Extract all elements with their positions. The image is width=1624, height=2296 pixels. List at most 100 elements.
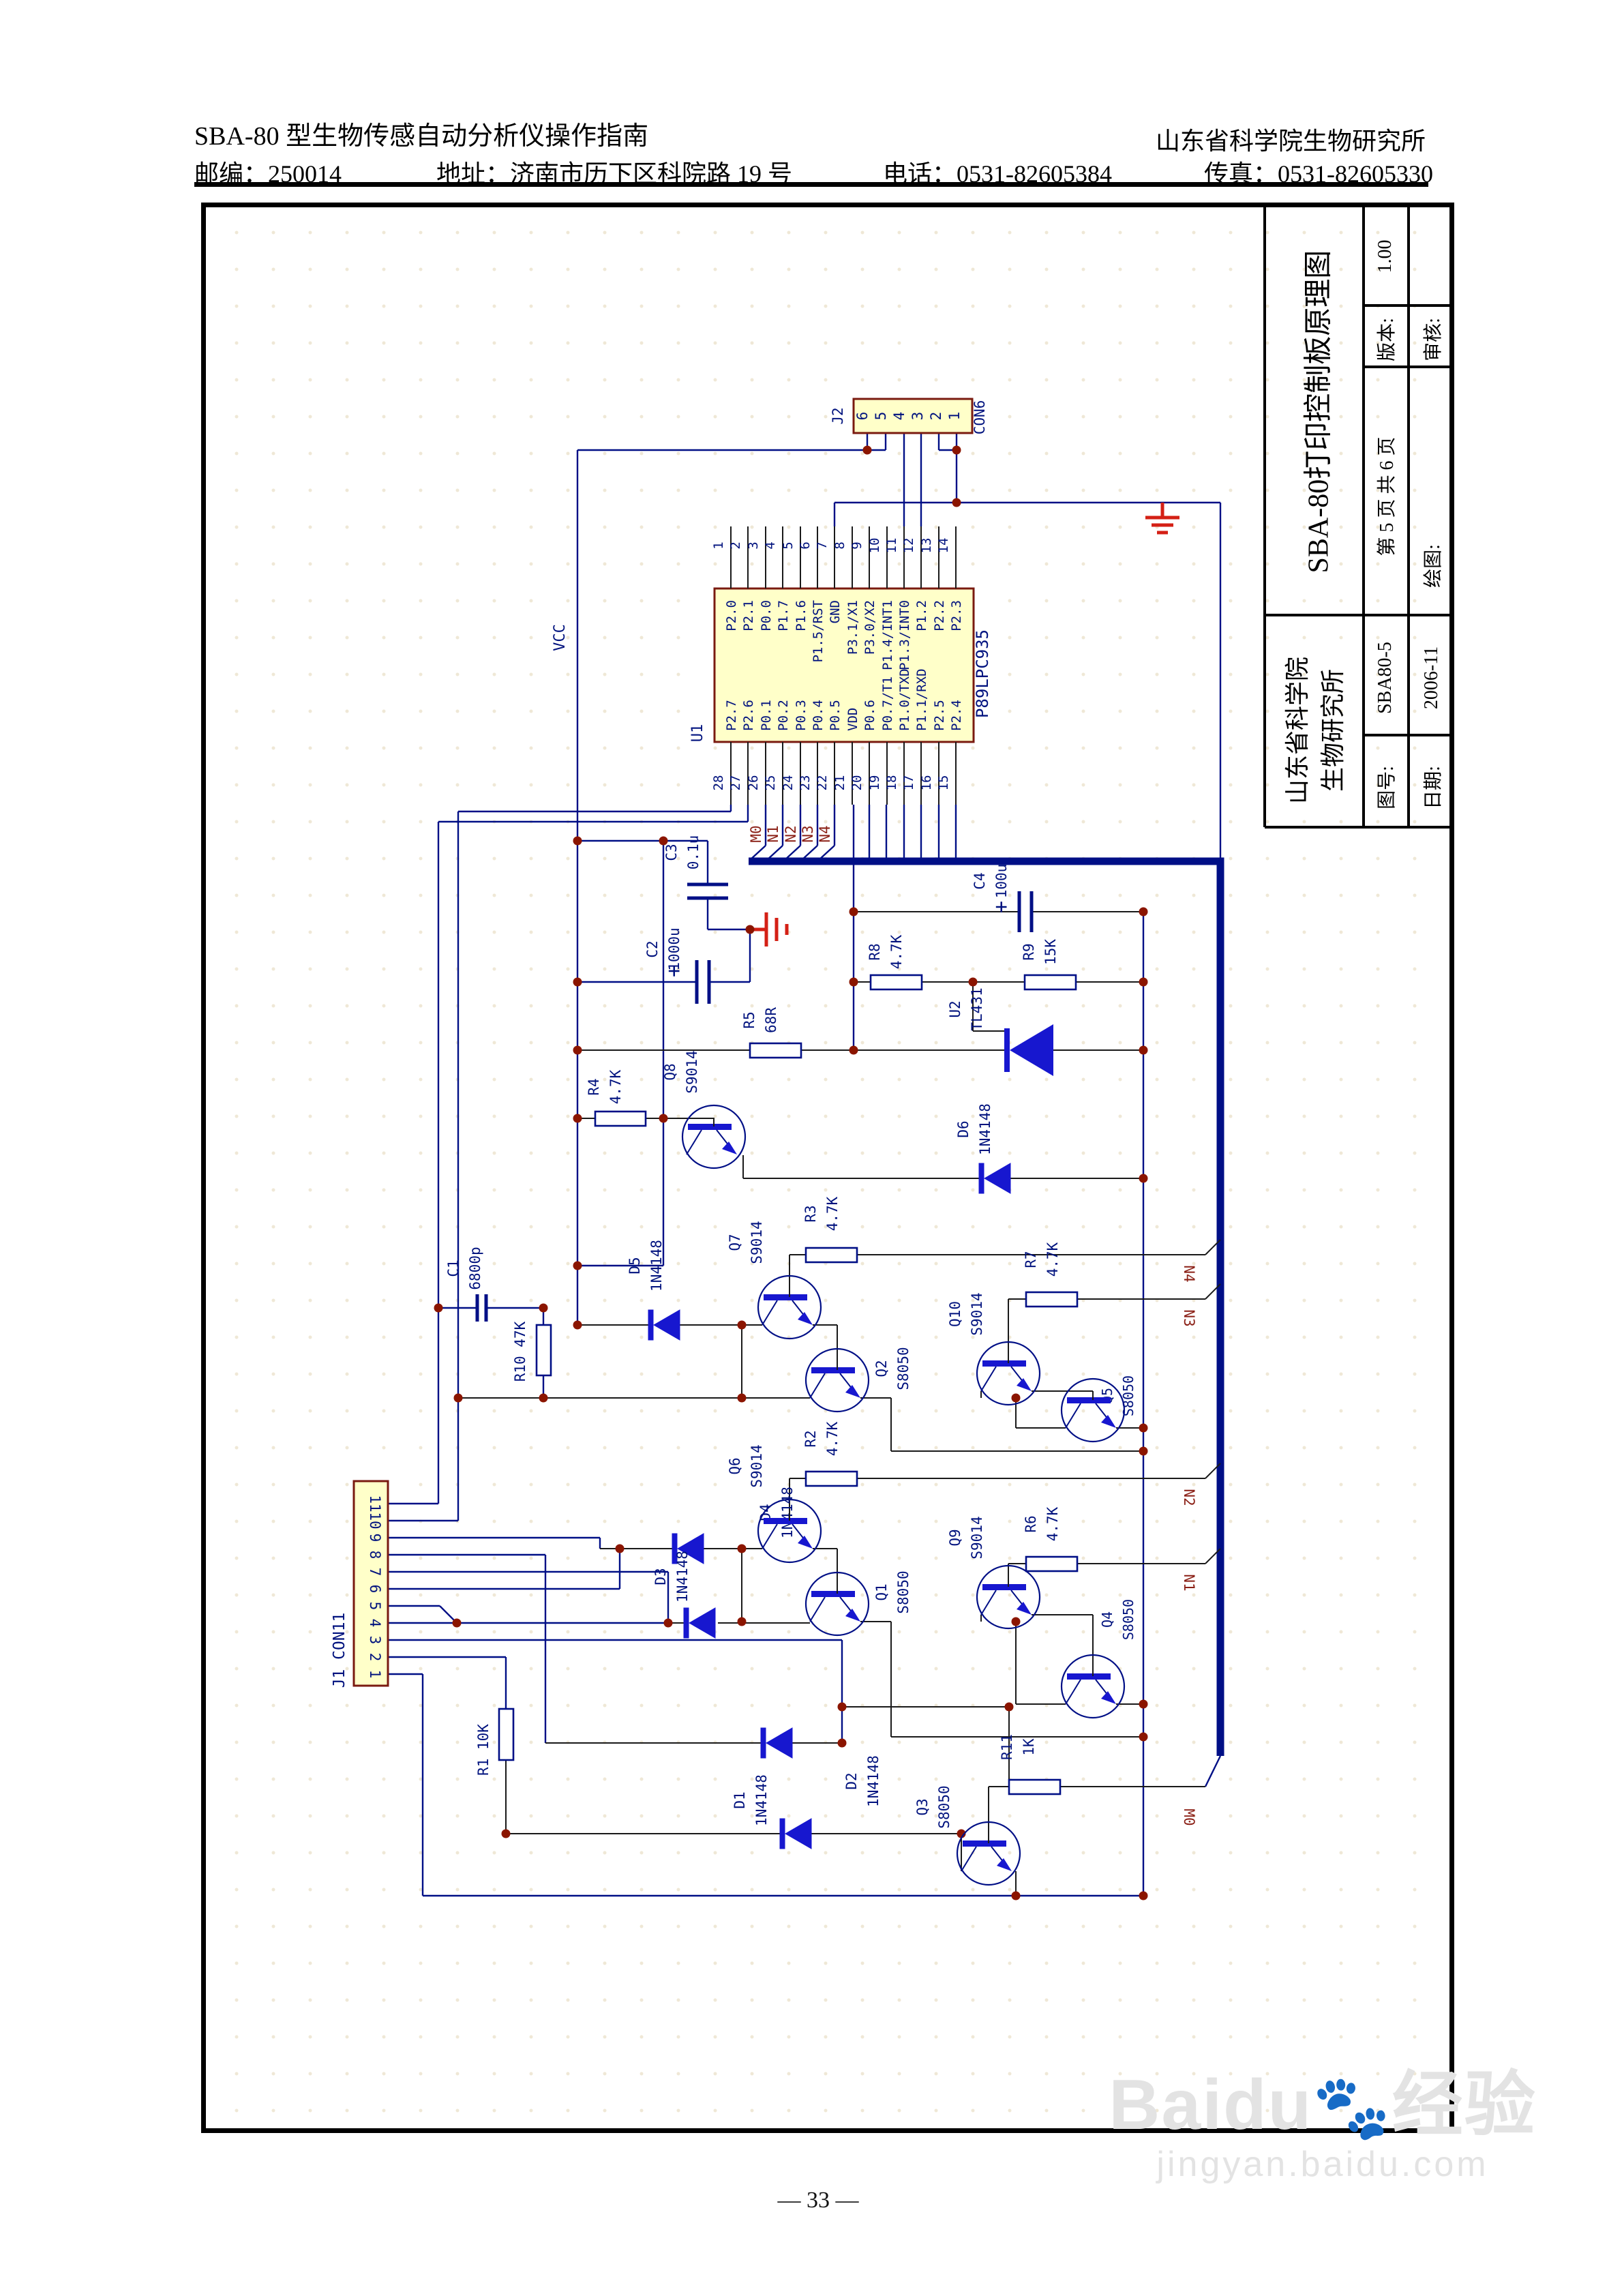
label-R1 10K: R1 10K (475, 1724, 492, 1776)
con6-pin-5: 5 (873, 412, 889, 421)
label-M0: M0 (748, 825, 764, 842)
junction-dot (659, 836, 668, 846)
label-Q2: Q2 (873, 1360, 890, 1377)
label-N2: N2 (783, 825, 799, 842)
label-R3: R3 (802, 1205, 819, 1222)
resistors-vertical (498, 1324, 552, 1761)
junction-dot (849, 907, 858, 916)
con11-pin-7: 7 (367, 1568, 383, 1577)
mcu-pin-number-8: 8 (832, 541, 847, 549)
label-Q4: Q4 (1099, 1611, 1115, 1628)
diode-D5 (648, 1309, 680, 1341)
mcu-pin-label-P2.4: P2.4 (949, 700, 964, 731)
resistor-R9 (1023, 974, 1077, 991)
resistors-horizontal (594, 974, 1079, 1795)
mcu-pin-label-P1.7: P1.7 (776, 600, 791, 631)
mcu-pin-number-1: 1 (711, 541, 726, 549)
label-Q6: Q6 (727, 1457, 743, 1474)
mcu-pin-number-11: 11 (884, 538, 899, 554)
label-4.7K: 4.7K (824, 1421, 841, 1456)
junction-dot (1139, 907, 1148, 916)
junction-dot (573, 1320, 582, 1330)
mcu-pin-label-P2.6: P2.6 (741, 700, 756, 731)
ground-power (750, 912, 789, 946)
label-Q10: Q10 (947, 1301, 963, 1327)
mcu-part: P89LPC935 (973, 629, 992, 718)
junction-dot (737, 1393, 747, 1403)
mcu-pin-number-4: 4 (763, 541, 778, 549)
junction-dot (1011, 1617, 1021, 1626)
label-Q1: Q1 (873, 1583, 890, 1600)
label-J1 CON11: J1 CON11 (331, 1613, 348, 1688)
mcu-pin-number-7: 7 (815, 541, 830, 549)
label-TL431: TL431 (969, 987, 985, 1030)
con11-pin-1: 1 (367, 1670, 383, 1679)
label-S9014: S9014 (969, 1516, 985, 1559)
mcu-pin-number-25: 25 (763, 775, 778, 791)
label-1N4148: 1N4148 (977, 1103, 993, 1155)
transistor-Q9 (976, 1564, 1041, 1630)
resistor-R3 (805, 1247, 858, 1264)
junction-dot (573, 977, 582, 987)
con11-pin-4: 4 (367, 1619, 383, 1628)
mcu-pin-number-27: 27 (728, 775, 743, 791)
label-Q9: Q9 (947, 1529, 963, 1546)
capacitors (475, 882, 1034, 1322)
con6-ref: J2 (830, 407, 846, 424)
mcu-u1-body (713, 587, 975, 743)
watermark-suffix: 经验 (1392, 2066, 1537, 2145)
mcu-pin-label-P0.5: P0.5 (828, 700, 843, 731)
label-M0: M0 (1181, 1808, 1197, 1825)
junction-dot (1139, 1732, 1148, 1742)
label-0.1u: 0.1u (685, 835, 702, 870)
mcu-pin-label-P1.5/RST: P1.5/RST (811, 600, 826, 663)
label-1000u: 1000u (666, 927, 682, 970)
transistor-Q7 (757, 1274, 822, 1340)
label-S9014: S9014 (969, 1292, 985, 1335)
mcu-pin-number-28: 28 (711, 775, 726, 791)
mcu-pin-number-23: 23 (798, 775, 813, 791)
label-R7: R7 (1023, 1251, 1039, 1268)
transistor-Q5 (1060, 1377, 1126, 1443)
mcu-pin-label-P3.0/X2: P3.0/X2 (862, 600, 877, 655)
paw-icon: 🐾 (1312, 2073, 1392, 2143)
label-R10 47K: R10 47K (512, 1321, 528, 1382)
con6-part: CON6 (972, 400, 988, 435)
mcu-ref: U1 (689, 724, 706, 743)
label-C3: C3 (663, 844, 680, 861)
label-R2: R2 (802, 1430, 819, 1447)
label-S8050: S8050 (936, 1785, 952, 1828)
label-N2: N2 (1181, 1489, 1197, 1506)
label-R9: R9 (1021, 943, 1037, 960)
header-rule (194, 182, 1428, 187)
junction-dot (737, 1617, 747, 1626)
mcu-pin-label-P1.4/INT1: P1.4/INT1 (880, 600, 895, 670)
watermark-brand: Baidu (1109, 2066, 1313, 2145)
titleblock-grid (1263, 205, 1452, 829)
label-R11: R11 (999, 1734, 1015, 1760)
con11-pin-3: 3 (367, 1636, 383, 1645)
junction-dot (663, 1618, 673, 1628)
label-D3: D3 (652, 1568, 669, 1585)
tl431-u2 (1004, 1024, 1053, 1076)
label-6800p: 6800p (467, 1247, 483, 1289)
connector-con11-body (352, 1480, 389, 1687)
junction-dot (434, 1303, 443, 1313)
label-N3: N3 (800, 825, 816, 842)
mcu-pin-number-14: 14 (936, 538, 951, 554)
junction-dot (837, 1702, 847, 1712)
resistor-R6 (1025, 1555, 1079, 1572)
mcu-pin-label-P0.4: P0.4 (811, 700, 826, 731)
mcu-pin-label-P2.2: P2.2 (932, 600, 947, 631)
label-4.7K: 4.7K (1044, 1506, 1061, 1541)
con6-pin-6: 6 (854, 412, 871, 421)
page-number: — 33 — (777, 2188, 859, 2213)
resistor-R7 (1025, 1291, 1079, 1308)
mcu-pin-number-17: 17 (901, 775, 916, 791)
resistor-R1 (498, 1708, 515, 1761)
mcu-pin-number-3: 3 (746, 541, 761, 549)
mcu-pin-number-5: 5 (781, 541, 796, 549)
junction-dot (1004, 1702, 1014, 1712)
con6-pin-2: 2 (928, 412, 944, 421)
label-N4: N4 (1181, 1265, 1197, 1282)
